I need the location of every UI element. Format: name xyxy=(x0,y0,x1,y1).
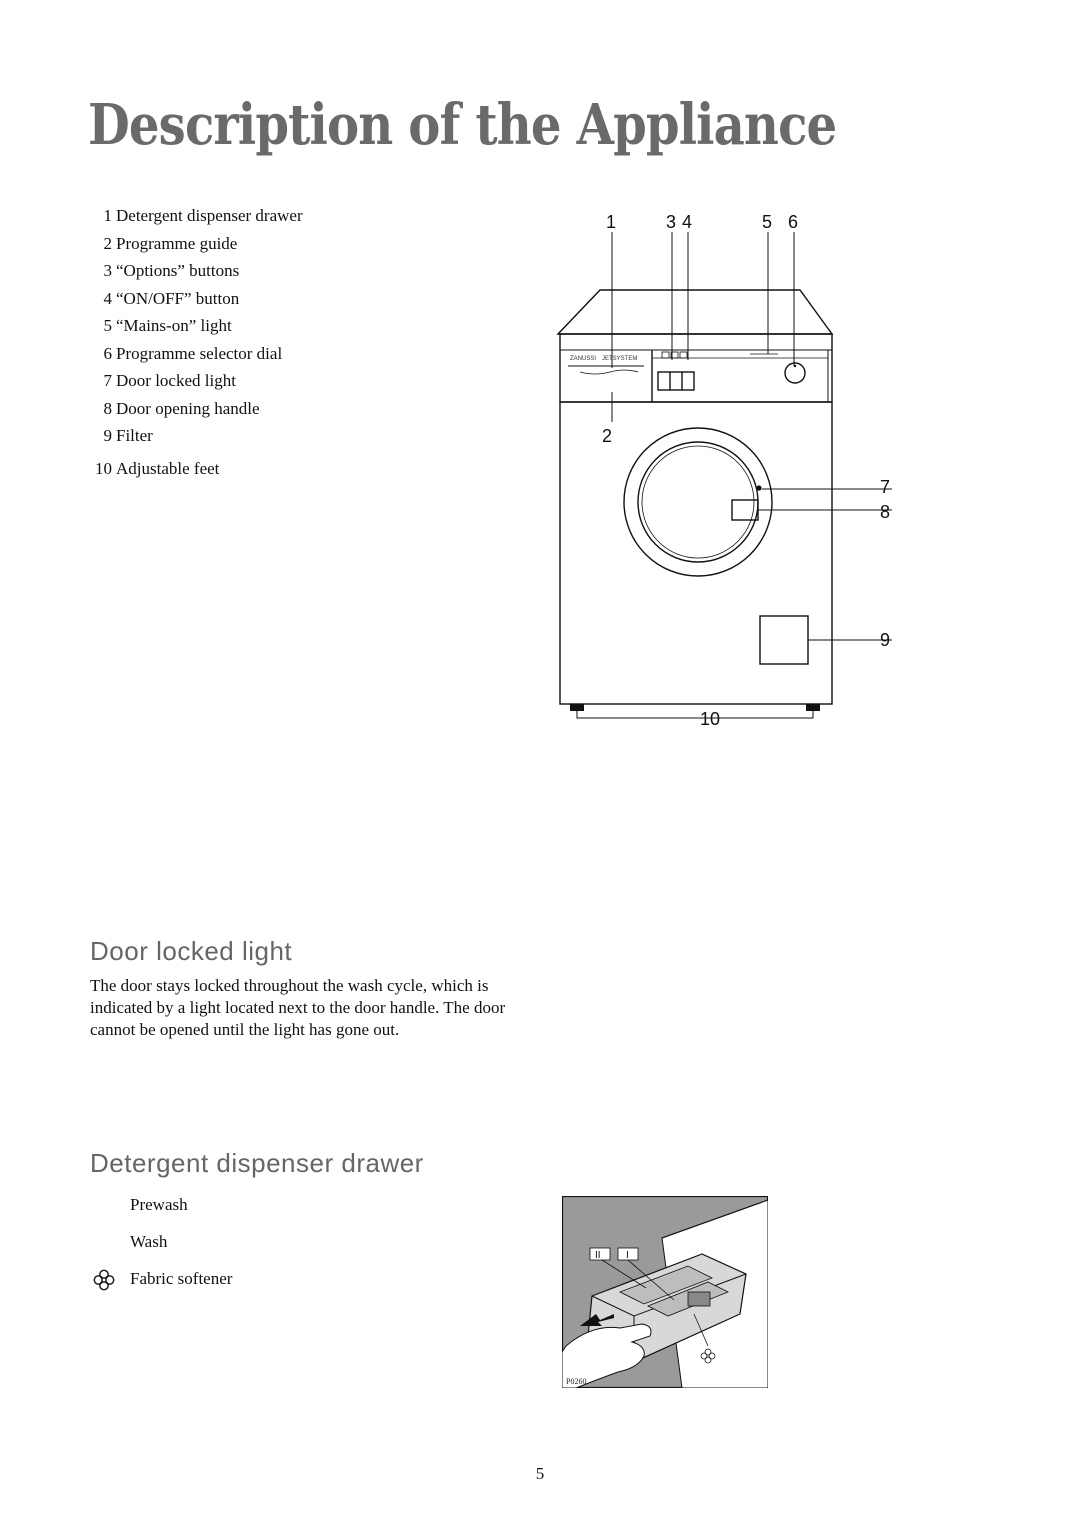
part-number: 3 xyxy=(103,261,113,280)
compartment-item: Prewash xyxy=(92,1192,232,1229)
section-heading-door-locked-light: Door locked light xyxy=(90,936,293,966)
door-locked-light xyxy=(756,485,762,491)
foot-left xyxy=(570,704,584,711)
callout-8: 8 xyxy=(880,502,890,522)
callout-3: 3 xyxy=(666,212,676,232)
flower-icon xyxy=(93,1269,115,1291)
callout-9: 9 xyxy=(880,630,890,650)
svg-text:ZANUSSI: ZANUSSI xyxy=(570,356,596,362)
callout-7: 7 xyxy=(880,477,890,497)
parts-list-item: 5“Mains-on” light xyxy=(90,312,390,340)
compartment-item: Wash xyxy=(92,1229,232,1266)
part-label: Door opening handle xyxy=(116,398,260,418)
detergent-drawer-illustration: II I P0260 xyxy=(562,1196,768,1388)
part-number: 5 xyxy=(103,316,113,335)
part-number: 1 xyxy=(103,206,113,225)
callout-4: 4 xyxy=(682,212,692,232)
compartment-label: Wash xyxy=(130,1232,168,1251)
part-label: Programme guide xyxy=(116,233,238,253)
parts-list-item: 3“Options” buttons xyxy=(90,257,390,285)
door-inner xyxy=(637,441,759,563)
page-title: Description of the Appliance xyxy=(88,92,837,158)
part-label: Adjustable feet xyxy=(116,458,220,478)
section-heading-detergent-drawer: Detergent dispenser drawer xyxy=(90,1148,424,1178)
svg-text:JETSYSTEM: JETSYSTEM xyxy=(602,356,637,362)
compartment-list: Prewash Wash Fabric softener xyxy=(92,1192,232,1303)
callout-5: 5 xyxy=(762,212,772,232)
part-label: Door locked light xyxy=(116,371,236,390)
callout-1: 1 xyxy=(606,212,616,232)
part-label: “Options” buttons xyxy=(116,261,240,280)
options-buttons xyxy=(657,371,695,391)
part-number: 2 xyxy=(103,233,113,253)
parts-list-item: 4“ON/OFF” button xyxy=(90,285,390,313)
part-label: “Mains-on” light xyxy=(116,316,232,335)
callout-2: 2 xyxy=(602,426,612,446)
roman-two-icon: II xyxy=(595,1250,601,1261)
part-number: 6 xyxy=(103,343,113,363)
part-number: 9 xyxy=(103,426,113,445)
part-number: 8 xyxy=(103,398,113,418)
washing-machine-diagram: ZANUSSI JETSYSTEM xyxy=(556,212,892,729)
part-label: Filter xyxy=(116,426,153,445)
part-label: Detergent dispenser drawer xyxy=(116,206,303,225)
part-number: 10 xyxy=(95,458,112,478)
control-panel xyxy=(559,333,833,403)
door-locked-light-text: The door stays locked throughout the was… xyxy=(90,976,506,1039)
compartment-label: Prewash xyxy=(130,1195,188,1214)
roman-one-icon: I xyxy=(626,1250,629,1261)
hand-illustration xyxy=(562,1323,652,1388)
part-label: Programme selector dial xyxy=(116,343,283,363)
figure-code: P0260 xyxy=(566,1377,586,1386)
filter-cover xyxy=(759,615,809,665)
foot-right xyxy=(806,704,820,711)
compartment-item: Fabric softener xyxy=(92,1266,232,1303)
part-number: 4 xyxy=(103,288,113,308)
compartment-label: Fabric softener xyxy=(130,1269,233,1288)
machine-top xyxy=(556,289,834,335)
door-outer xyxy=(623,427,773,577)
programme-dial xyxy=(784,362,806,384)
pull-arrow-icon xyxy=(580,1314,614,1326)
callout-6: 6 xyxy=(788,212,798,232)
part-label: “ON/OFF” button xyxy=(116,288,240,308)
machine-body xyxy=(559,401,833,705)
part-number: 7 xyxy=(103,371,113,390)
callout-10: 10 xyxy=(700,709,720,729)
flower-icon xyxy=(700,1348,716,1364)
page-number: 5 xyxy=(535,1464,545,1483)
